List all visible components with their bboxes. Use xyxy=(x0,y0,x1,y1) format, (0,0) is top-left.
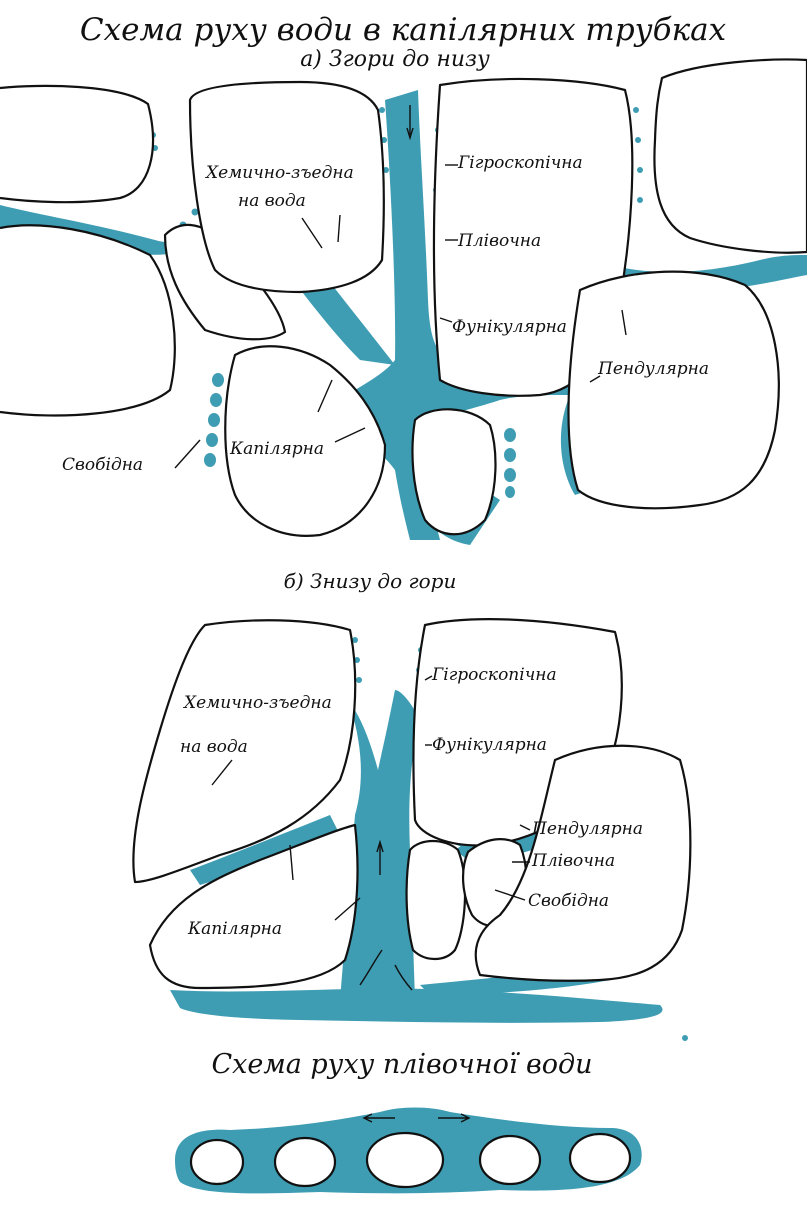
grain-a8 xyxy=(412,409,495,534)
label-a-film: Плівочна xyxy=(457,231,541,251)
section-a-heading: а) Згори до низу xyxy=(300,47,490,72)
label-b-free: Свобідна xyxy=(528,891,609,911)
grain-a1 xyxy=(0,86,153,202)
film-grain-4 xyxy=(480,1136,540,1184)
grain-a9 xyxy=(568,272,778,509)
diagram-title: Схема руху води в капілярних трубках xyxy=(80,12,727,48)
grain-b4 xyxy=(407,841,465,959)
label-a-capillary: Капілярна xyxy=(229,439,324,459)
label-b-chem-line1: Хемично-зъедна xyxy=(182,693,332,713)
label-a-chem-line1: Хемично-зъедна xyxy=(204,163,354,183)
film-grain-3 xyxy=(367,1133,443,1187)
section-b-heading: б) Знизу до гори xyxy=(284,569,457,593)
bottom-title: Схема руху плівочної води xyxy=(211,1049,592,1080)
ink-dot xyxy=(682,1035,688,1041)
label-b-capillary: Капілярна xyxy=(187,919,282,939)
label-a-free: Свобідна xyxy=(62,455,143,475)
label-b-chem-line2: на вода xyxy=(180,737,248,757)
grain-a6 xyxy=(654,60,807,253)
label-b-film: Плівочна xyxy=(531,851,615,871)
film-grain-2 xyxy=(275,1138,335,1186)
label-b-hygroscopic: Гігроскопічна xyxy=(431,665,557,685)
film-grain-1 xyxy=(191,1140,243,1184)
film-water-row xyxy=(175,1108,642,1194)
label-a-funicular: Фунікулярна xyxy=(452,317,567,337)
grain-a2 xyxy=(0,225,175,415)
label-b-pendular: Пендулярна xyxy=(531,819,643,839)
grain-a4 xyxy=(190,82,384,292)
label-b-funicular: Фунікулярна xyxy=(432,735,547,755)
label-a-pendular: Пендулярна xyxy=(597,359,709,379)
label-a-hygroscopic: Гігроскопічна xyxy=(457,153,583,173)
film-grain-5 xyxy=(570,1134,630,1182)
label-a-chem-line2: на вода xyxy=(238,191,306,211)
